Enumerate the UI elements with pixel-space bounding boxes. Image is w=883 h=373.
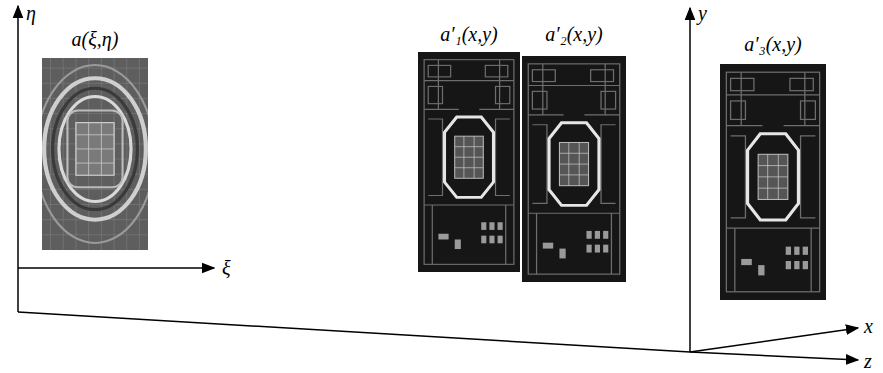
hologram-image [36, 58, 155, 250]
reconstruction-image [720, 64, 826, 300]
plane-label: a′₂(x,y) [516, 22, 632, 46]
axis-label: ξ [222, 257, 231, 279]
eta-axis [17, 6, 19, 312]
optical-axis [18, 312, 690, 352]
xi-axis [18, 267, 214, 269]
image-plane: a′₃(x,y) [714, 32, 832, 302]
z-axis [690, 352, 858, 360]
axis-label: η [26, 2, 36, 24]
x-axis [690, 328, 858, 352]
y-axis [689, 8, 691, 352]
plane-label: a(ξ,η) [35, 27, 155, 51]
axis-label: x [864, 315, 873, 337]
image-plane: a′₁(x,y) [412, 22, 526, 274]
axis-label: z [864, 350, 872, 372]
reconstruction-image [418, 52, 520, 272]
axis-label: y [698, 2, 707, 24]
image-plane: a(ξ,η) [35, 27, 155, 252]
image-plane: a′₂(x,y) [516, 22, 632, 284]
reconstruction-image [522, 56, 626, 282]
plane-label: a′₃(x,y) [714, 32, 832, 56]
plane-label: a′₁(x,y) [412, 22, 526, 46]
